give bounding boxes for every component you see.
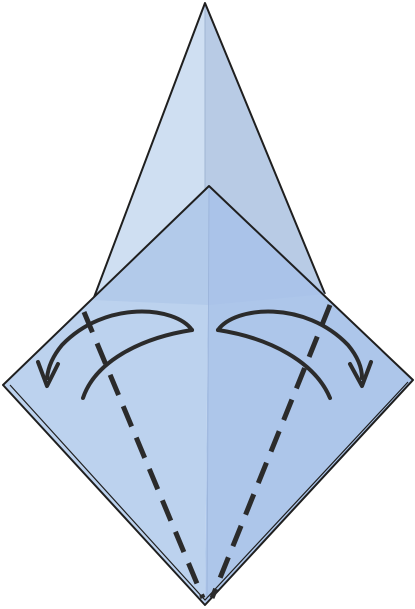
lower-diamond-outline xyxy=(2,185,414,606)
right-valley-fold-line xyxy=(209,304,333,599)
fold-lines xyxy=(81,304,333,599)
upper-flap-band-left xyxy=(93,186,209,305)
left-fold-arrow-tail xyxy=(81,328,194,400)
lower-diamond xyxy=(2,185,414,606)
center-crease xyxy=(206,185,210,601)
bottom-layer-edge xyxy=(9,381,409,601)
top-point-outline xyxy=(92,2,326,301)
left-arrow-head-icon xyxy=(36,360,60,388)
left-fold-arrow xyxy=(45,309,194,380)
fold-arrows xyxy=(36,309,373,400)
left-valley-fold-line xyxy=(81,311,206,599)
right-arrow-head-icon xyxy=(348,360,373,388)
upper-flap-band-right xyxy=(209,186,325,305)
right-fold-arrow xyxy=(216,309,364,380)
top-point xyxy=(92,2,326,301)
right-fold-arrow-tail xyxy=(216,328,332,400)
